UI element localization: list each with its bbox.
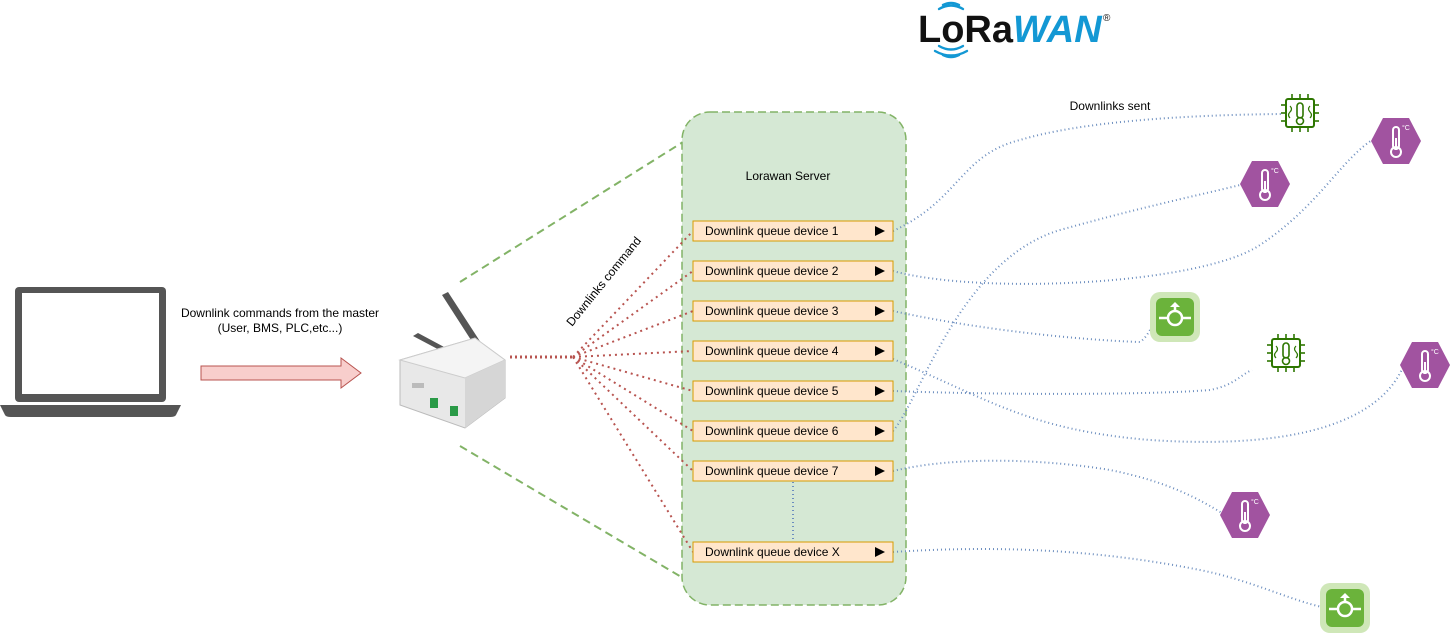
- queue-box: [692, 300, 894, 322]
- play-arrow-icon: [875, 346, 885, 356]
- queue-box: [692, 420, 894, 442]
- queue-box: [692, 260, 894, 282]
- link-q1-chip1: [892, 113, 1283, 232]
- thermometer-hex-icon: [1240, 161, 1290, 207]
- command-line-3: [572, 310, 694, 358]
- command-line-7: [572, 356, 694, 472]
- queue-box: [692, 541, 894, 563]
- queue-label: Downlink queue device 2: [705, 264, 839, 278]
- valve-icon: [1150, 292, 1200, 342]
- gateway-icon: [398, 292, 506, 429]
- queue-item-1: Downlink queue device 1: [692, 220, 894, 242]
- command-line-2: [572, 270, 694, 358]
- link-qx-valve2: [892, 548, 1323, 608]
- queue-label: Downlink queue device 1: [705, 224, 839, 238]
- queue-item-3: Downlink queue device 3: [692, 300, 894, 322]
- master-arrow: [200, 357, 362, 389]
- queue-item-6: Downlink queue device 6: [692, 420, 894, 442]
- queue-label: Downlink queue device 4: [705, 344, 839, 358]
- play-arrow-icon: [875, 547, 885, 557]
- command-line-6: [572, 356, 694, 432]
- logo-signal-icon: [933, 1, 969, 59]
- queue-label: Downlink queue device 3: [705, 304, 839, 318]
- queue-label: Downlink queue device X: [705, 545, 840, 559]
- link-q4-therm4: [892, 358, 1404, 443]
- play-arrow-icon: [875, 426, 885, 436]
- queue-item-5: Downlink queue device 5: [692, 380, 894, 402]
- command-line-4: [572, 350, 694, 358]
- queue-item-7: Downlink queue device 7: [692, 460, 894, 482]
- queue-box: [692, 340, 894, 362]
- lorawan-logo: LoRaWAN ®: [918, 1, 1111, 59]
- logo-lora-text: LoRaWAN: [918, 9, 1103, 51]
- command-line-5: [572, 356, 694, 392]
- link-q6-therm1: [892, 184, 1241, 432]
- link-q2-therm2: [892, 137, 1376, 285]
- play-arrow-icon: [875, 386, 885, 396]
- queue-box: [692, 220, 894, 242]
- server-link-bottom: [459, 445, 684, 579]
- valve-icon: [1320, 583, 1370, 633]
- server-link-top: [459, 141, 684, 283]
- thermometer-hex-icon: [1371, 118, 1421, 164]
- queue-item-2: Downlink queue device 2: [692, 260, 894, 282]
- server-title: Lorawan Server: [746, 169, 831, 183]
- play-arrow-icon: [875, 306, 885, 316]
- thermometer-hex-icon: [1400, 342, 1450, 388]
- queue-box: [692, 460, 894, 482]
- link-q3-valve1: [892, 310, 1161, 344]
- play-arrow-icon: [875, 226, 885, 236]
- downlink-queue-list: Downlink queue device 1 Downlink queue de…: [692, 220, 894, 563]
- logo-registered-mark: ®: [1103, 13, 1111, 24]
- link-q5-chip2: [892, 369, 1253, 395]
- downlinks-sent-label: Downlinks sent: [1070, 99, 1151, 113]
- command-line-1: [572, 230, 694, 358]
- downlink-command-lines: [510, 230, 694, 553]
- thermometer-hex-icon: [1220, 492, 1270, 538]
- link-q7-therm3: [892, 459, 1223, 514]
- queue-item-8: Downlink queue device X: [692, 541, 894, 563]
- play-arrow-icon: [875, 466, 885, 476]
- command-line-8: [572, 356, 694, 553]
- downlink-sent-lines: [792, 113, 1404, 608]
- queue-label: Downlink queue device 5: [705, 384, 839, 398]
- master-label-line1: Downlink commands from the master: [181, 306, 379, 320]
- laptop-icon: [0, 287, 181, 417]
- chip-sensor-icon: [1266, 333, 1306, 373]
- queue-item-4: Downlink queue device 4: [692, 340, 894, 362]
- chip-sensor-icon: [1280, 93, 1320, 133]
- queue-label: Downlink queue device 6: [705, 424, 839, 438]
- master-label-line2: (User, BMS, PLC,etc...): [218, 321, 343, 335]
- queue-box: [692, 380, 894, 402]
- queue-label: Downlink queue device 7: [705, 464, 839, 478]
- play-arrow-icon: [875, 266, 885, 276]
